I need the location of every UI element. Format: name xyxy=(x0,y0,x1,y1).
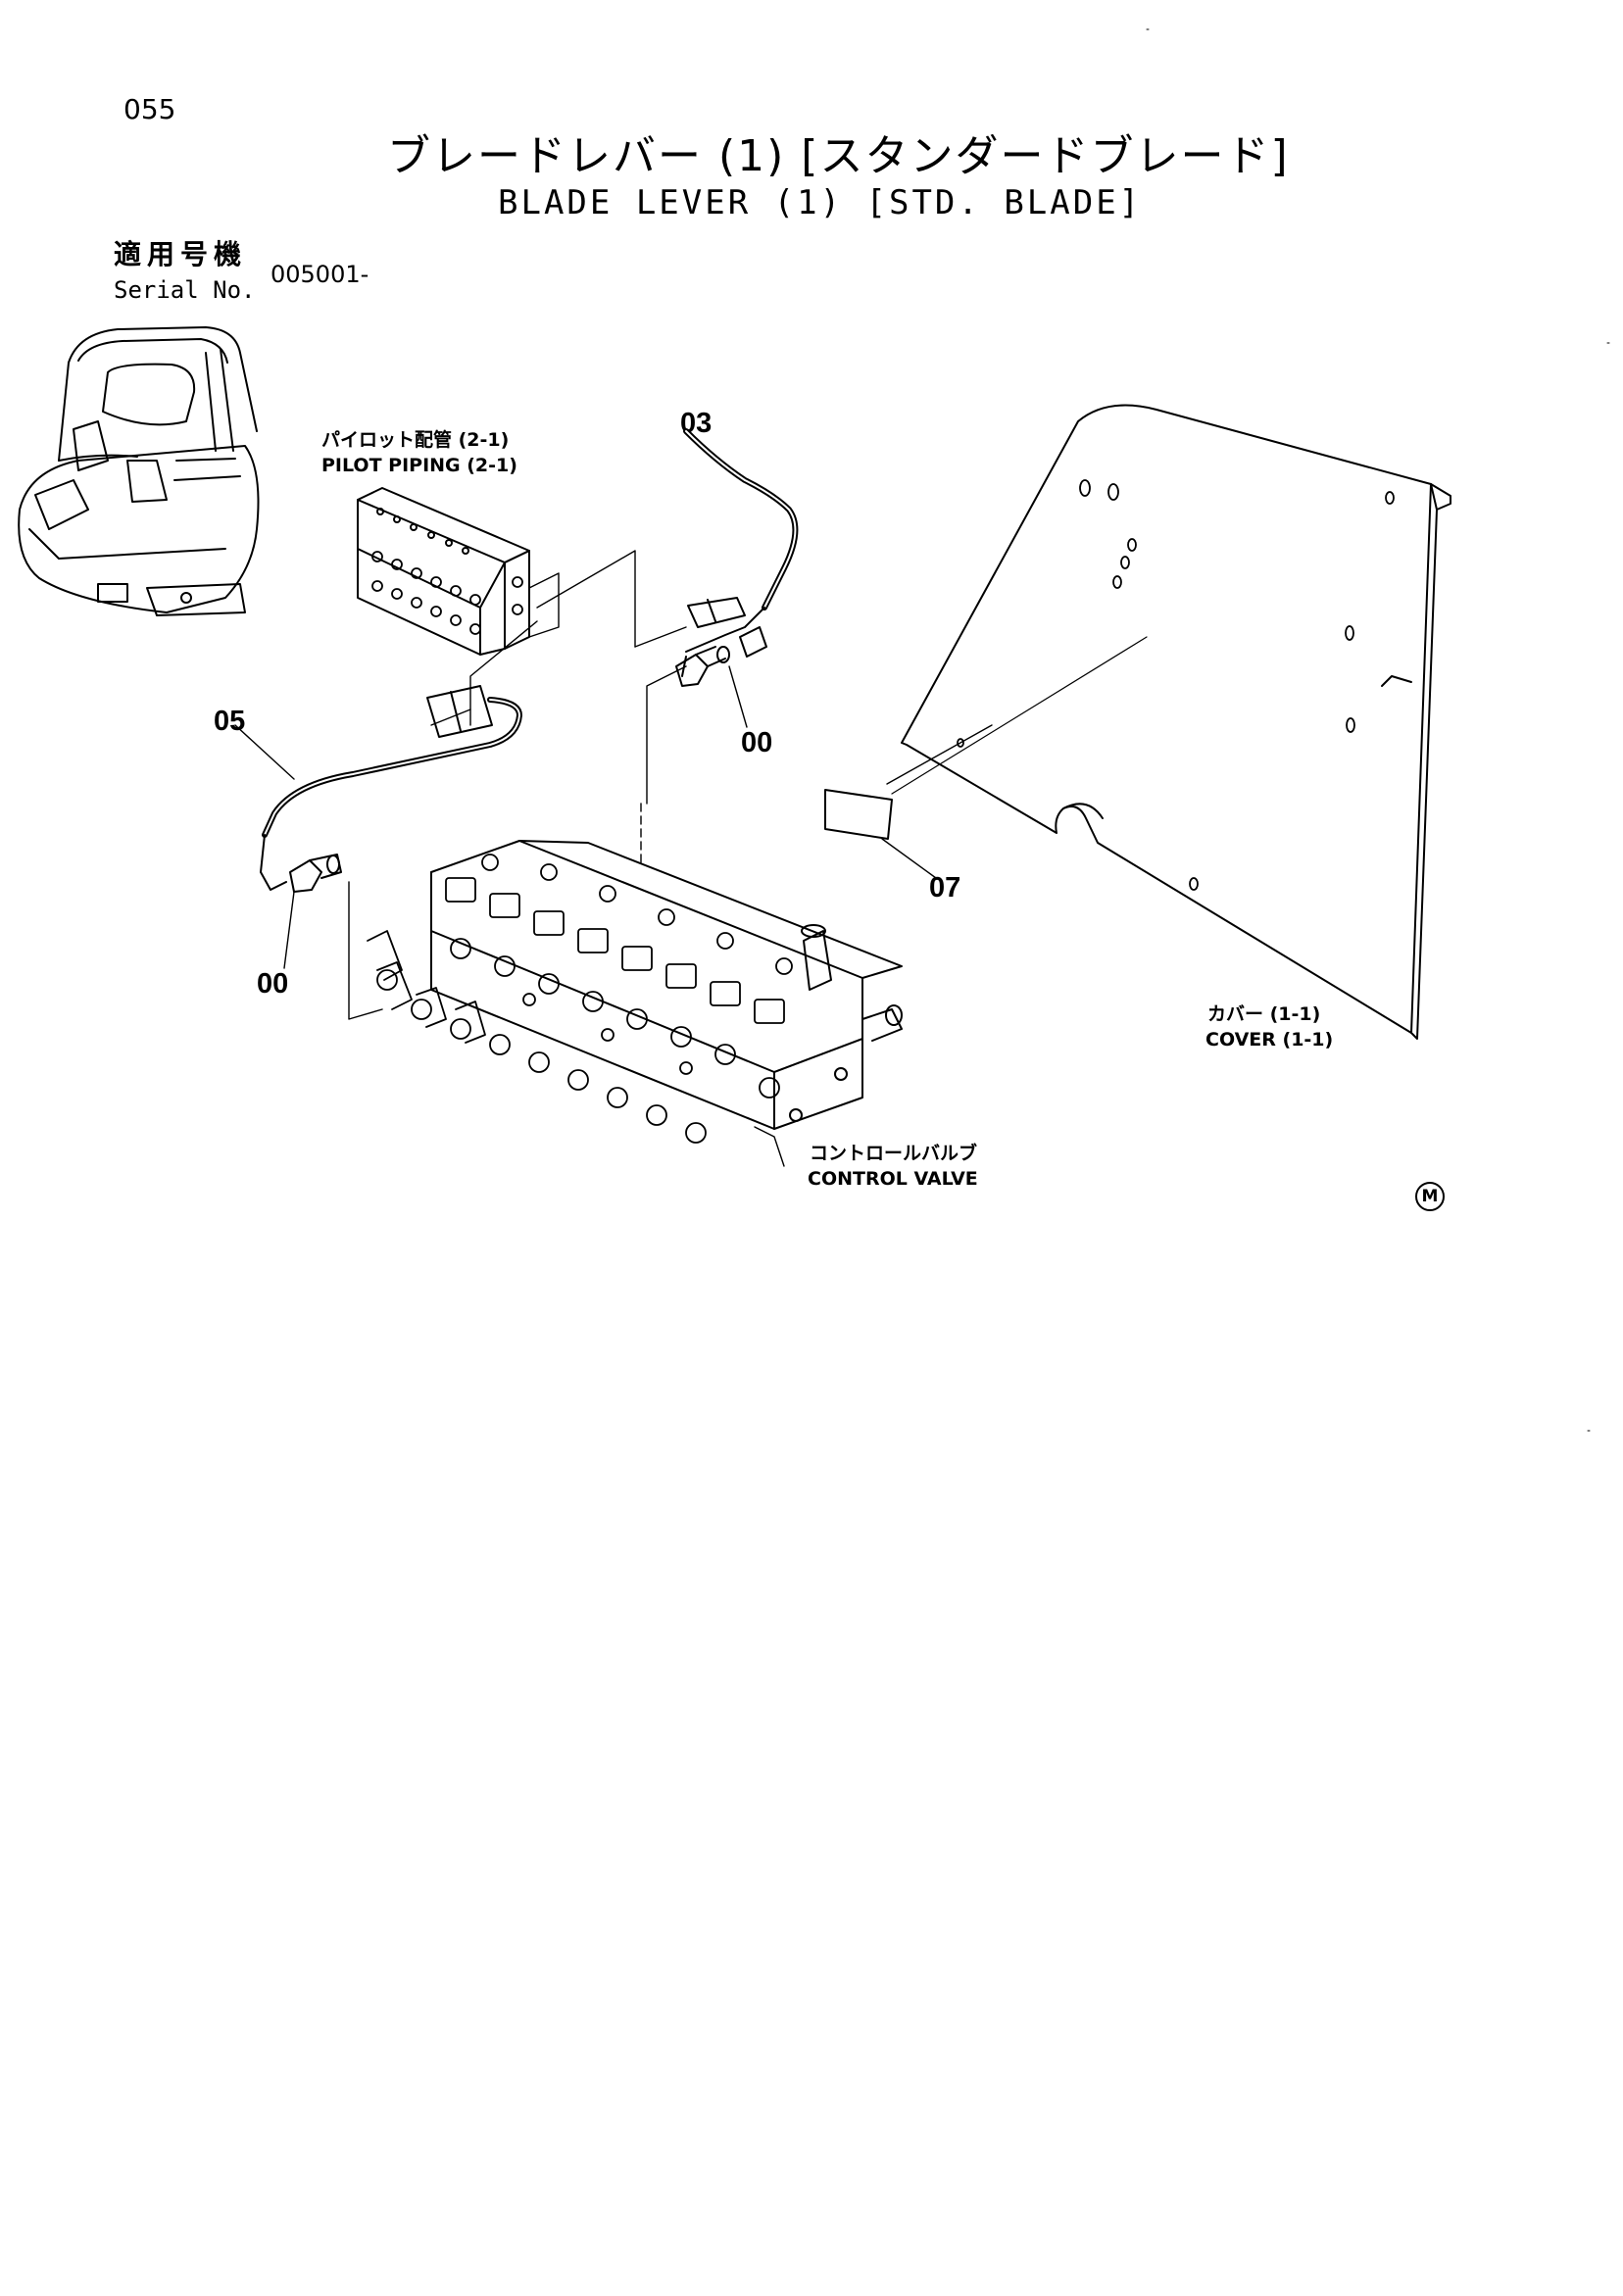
page-title-jp: ブレードレバー (1) [スタンダードブレード] xyxy=(387,131,1290,181)
adapter-upper xyxy=(675,646,748,728)
pilot-piping-block xyxy=(357,487,560,656)
callout-00-upper: 00 xyxy=(741,727,773,758)
control-valve-label-jp: コントロールバルブ xyxy=(810,1143,978,1164)
pilot-piping-label-jp: パイロット配管 (2-1) xyxy=(321,429,510,451)
callout-00-lower: 00 xyxy=(257,968,289,1000)
hose-05 xyxy=(234,685,522,891)
hose-03 xyxy=(683,428,799,658)
cover-label-jp: カバー (1-1) xyxy=(1207,1003,1321,1025)
control-valve xyxy=(367,840,903,1167)
cover-label-en: COVER (1-1) xyxy=(1205,1029,1334,1050)
page-title-en: BLADE LEVER (1) [STD. BLADE] xyxy=(498,183,1143,222)
serial-label-jp: 適用号機 xyxy=(114,238,248,270)
cover xyxy=(891,404,1451,1040)
callout-07: 07 xyxy=(929,872,961,904)
leader-lines xyxy=(348,550,993,1020)
label-plate-07 xyxy=(824,789,937,879)
serial-label-en: Serial No. xyxy=(114,276,256,304)
m-mark: M xyxy=(1415,1182,1445,1211)
serial-value: 005001- xyxy=(270,261,369,288)
machine-thumbnail xyxy=(18,326,260,616)
adapter-lower xyxy=(283,854,342,969)
control-valve-label-en: CONTROL VALVE xyxy=(808,1168,978,1190)
pilot-piping-label-en: PILOT PIPING (2-1) xyxy=(321,455,517,476)
callout-05: 05 xyxy=(214,706,246,737)
page-number: 055 xyxy=(123,93,176,125)
